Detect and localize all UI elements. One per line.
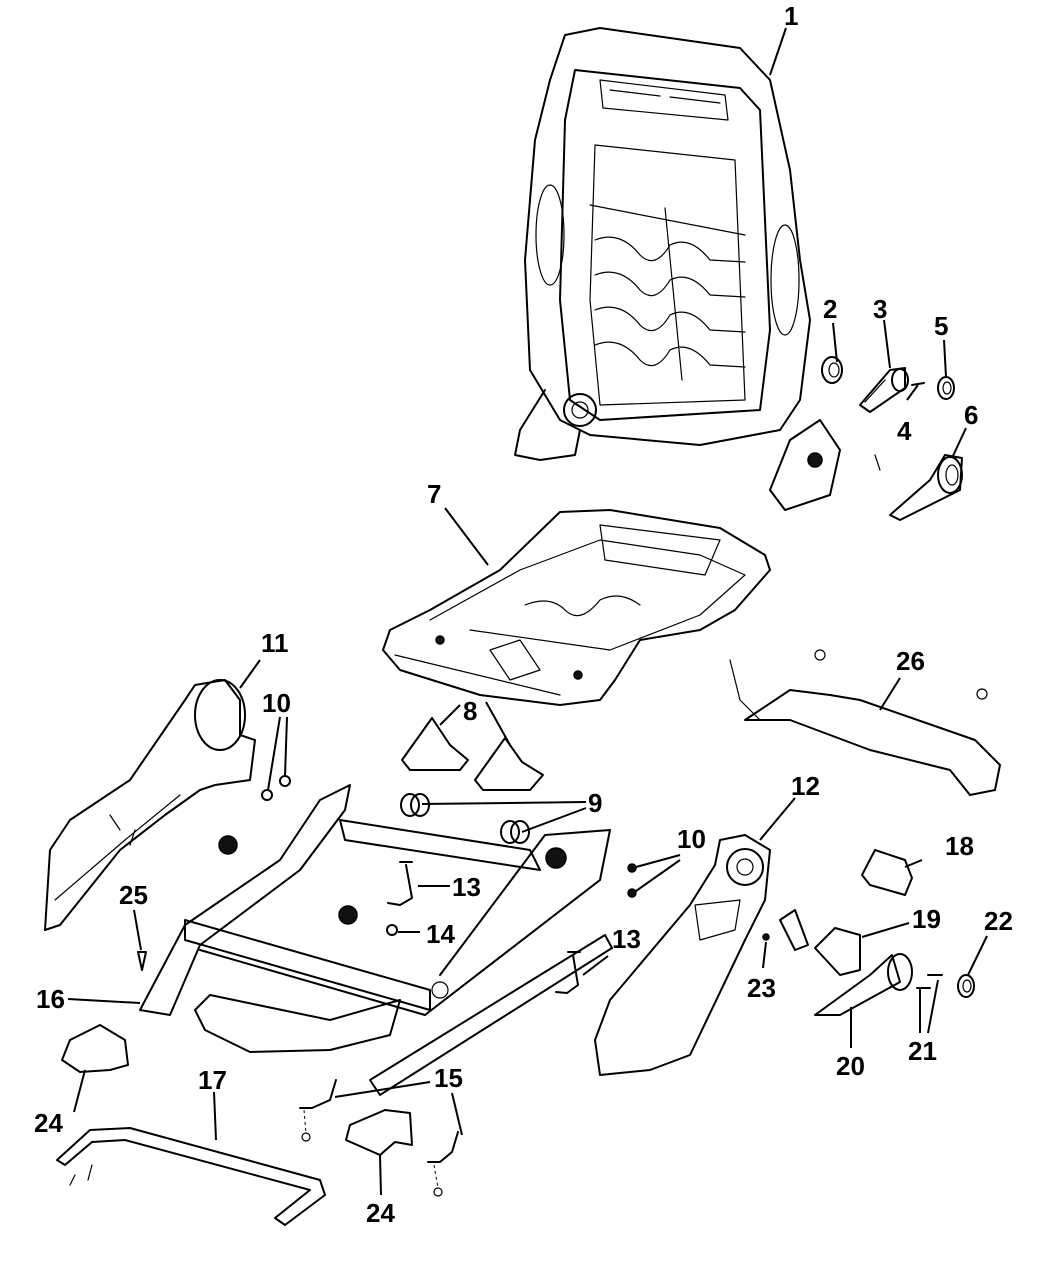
callout-7: 7 bbox=[427, 479, 441, 509]
callout-24-left: 24 bbox=[34, 1108, 63, 1138]
callout-24-right: 24 bbox=[366, 1198, 395, 1228]
callout-13-upper: 13 bbox=[452, 872, 481, 902]
part-6-handle[interactable] bbox=[874, 454, 963, 521]
part-15-brackets[interactable] bbox=[299, 1079, 459, 1197]
callout-19: 19 bbox=[912, 904, 941, 934]
callout-3: 3 bbox=[873, 294, 887, 324]
part-24-cover-right[interactable] bbox=[345, 1109, 413, 1156]
callout-5: 5 bbox=[934, 311, 948, 341]
part-10-nuts-right[interactable] bbox=[627, 863, 637, 898]
callout-10-left: 10 bbox=[262, 688, 291, 718]
leader-lines bbox=[67, 27, 988, 1196]
callout-9: 9 bbox=[588, 788, 602, 818]
part-7-seat-cushion-pan[interactable] bbox=[382, 509, 771, 706]
part-25-push-pin[interactable] bbox=[137, 951, 147, 971]
callout-23: 23 bbox=[747, 973, 776, 1003]
part-18-cap[interactable] bbox=[861, 849, 913, 896]
part-22-bushing[interactable] bbox=[957, 974, 975, 998]
part-20-lever[interactable] bbox=[814, 953, 913, 1016]
callout-17: 17 bbox=[198, 1065, 227, 1095]
part-4-screw[interactable] bbox=[911, 382, 925, 386]
part-14-nut[interactable] bbox=[386, 924, 398, 936]
part-17-rail-bar[interactable] bbox=[56, 1127, 326, 1226]
callout-21: 21 bbox=[908, 1036, 937, 1066]
callout-22: 22 bbox=[984, 906, 1013, 936]
callout-18: 18 bbox=[945, 831, 974, 861]
part-12-right-shield[interactable] bbox=[594, 834, 771, 1076]
callout-16: 16 bbox=[36, 984, 65, 1014]
callout-10-right: 10 bbox=[677, 824, 706, 854]
part-23-clip[interactable] bbox=[762, 933, 770, 941]
part-16-seat-adjuster[interactable] bbox=[139, 784, 613, 1096]
callout-2: 2 bbox=[823, 294, 837, 324]
part-13-strap-upper[interactable] bbox=[387, 861, 413, 906]
part-5-bushing[interactable] bbox=[937, 376, 955, 400]
callout-25: 25 bbox=[119, 880, 148, 910]
callout-13-lower: 13 bbox=[612, 924, 641, 954]
callouts: 1 2 3 4 5 6 7 8 9 10 10 11 12 13 13 14 1… bbox=[34, 1, 1013, 1228]
callout-6: 6 bbox=[964, 400, 978, 430]
part-9-bushings[interactable] bbox=[400, 793, 530, 844]
part-3-recliner-handle[interactable] bbox=[859, 367, 909, 413]
part-19-cover[interactable] bbox=[779, 909, 861, 976]
callout-15: 15 bbox=[434, 1063, 463, 1093]
callout-14: 14 bbox=[426, 919, 455, 949]
part-8-shields[interactable] bbox=[401, 717, 544, 791]
part-10-nuts-left[interactable] bbox=[261, 775, 291, 801]
callout-1: 1 bbox=[784, 1, 798, 31]
part-2-bushing[interactable] bbox=[821, 356, 843, 384]
part-11-left-shield[interactable] bbox=[44, 679, 256, 931]
callout-4: 4 bbox=[897, 416, 912, 446]
part-26-cable-shield[interactable] bbox=[729, 649, 1001, 796]
callout-11: 11 bbox=[261, 628, 289, 658]
part-24-cover-left[interactable] bbox=[61, 1024, 129, 1073]
callout-20: 20 bbox=[836, 1051, 865, 1081]
callout-12: 12 bbox=[791, 771, 820, 801]
callout-26: 26 bbox=[896, 646, 925, 676]
part-1-seat-back-frame[interactable] bbox=[514, 27, 841, 511]
callout-8: 8 bbox=[463, 696, 477, 726]
